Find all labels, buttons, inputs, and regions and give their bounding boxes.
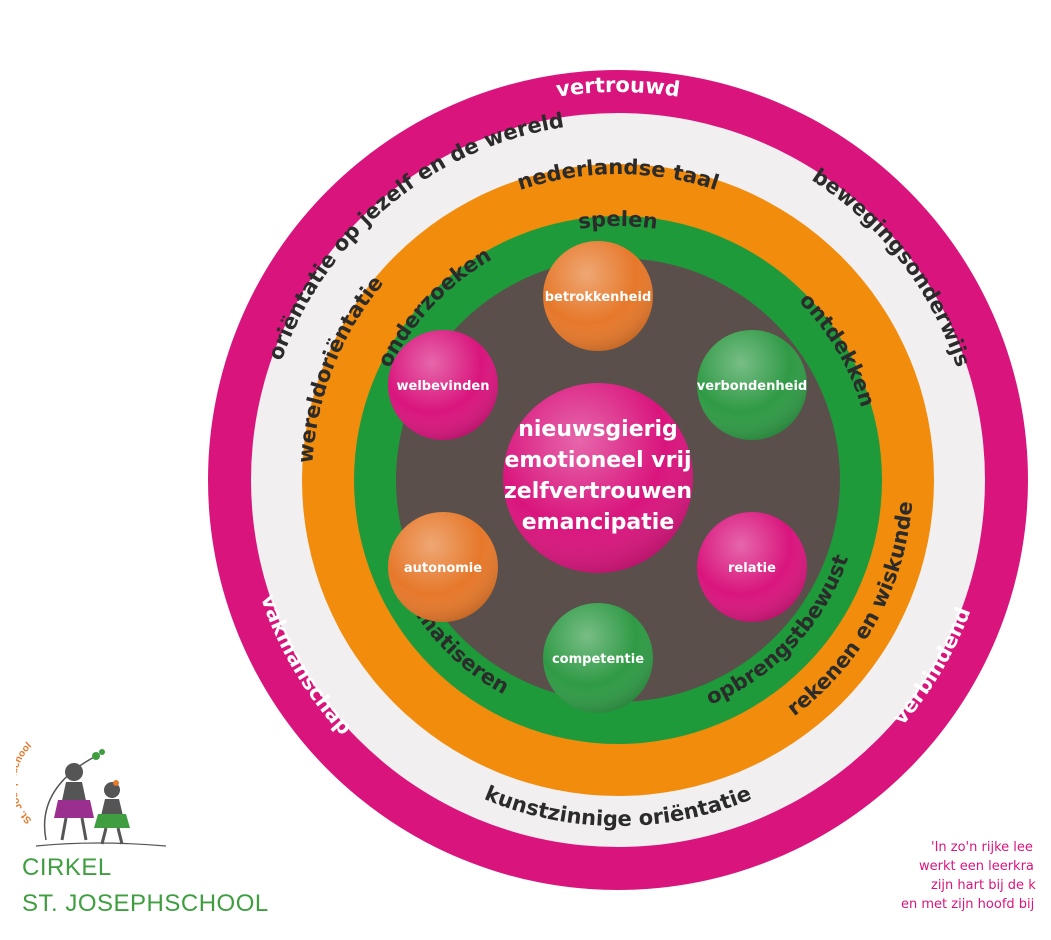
green-label-top: spelen <box>577 207 660 234</box>
bubble-autonomie: autonomie <box>388 512 498 622</box>
center-line-1: nieuwsgierig <box>518 417 678 442</box>
svg-text:autonomie: autonomie <box>404 561 482 576</box>
svg-text:verbondenheid: verbondenheid <box>697 379 807 394</box>
school-name-line-2: ST. JOSEPHSCHOOL <box>22 890 269 917</box>
quote-line-1: 'In zo'n rijke lee <box>931 840 1033 855</box>
quote-line-3: zijn hart bij de k <box>931 878 1036 893</box>
center-circle: nieuwsgierig emotioneel vrij zelfvertrou… <box>503 383 693 573</box>
bubble-relatie: relatie <box>697 512 807 622</box>
quote: 'In zo'n rijke lee werkt een leerkra zij… <box>901 838 1051 914</box>
svg-text:competentie: competentie <box>552 652 644 667</box>
bubble-welbevinden: welbevinden <box>388 330 498 440</box>
quote-line-4: en met zijn hoofd bij <box>901 897 1035 912</box>
center-line-2: emotioneel vrij <box>504 448 691 473</box>
logo-arc-text: St. Josephschool <box>16 740 34 825</box>
outer-label-top: vertrouwd <box>554 73 681 102</box>
school-logo: St. Josephschool <box>16 740 167 847</box>
quote-line-2: werkt een leerkra <box>919 859 1034 874</box>
bubble-verbondenheid: verbondenheid <box>697 330 807 440</box>
school-name-line-1: CIRKEL <box>22 854 112 881</box>
school-name: CIRKEL ST. JOSEPHSCHOOL <box>22 850 269 922</box>
svg-text:relatie: relatie <box>728 561 776 576</box>
bubble-competentie: competentie <box>543 603 653 713</box>
center-line-3: zelfvertrouwen <box>504 479 692 504</box>
svg-text:welbevinden: welbevinden <box>397 379 490 394</box>
center-line-4: emancipatie <box>522 510 675 535</box>
svg-text:betrokkenheid: betrokkenheid <box>545 290 652 305</box>
bubble-betrokkenheid: betrokkenheid <box>543 241 653 351</box>
